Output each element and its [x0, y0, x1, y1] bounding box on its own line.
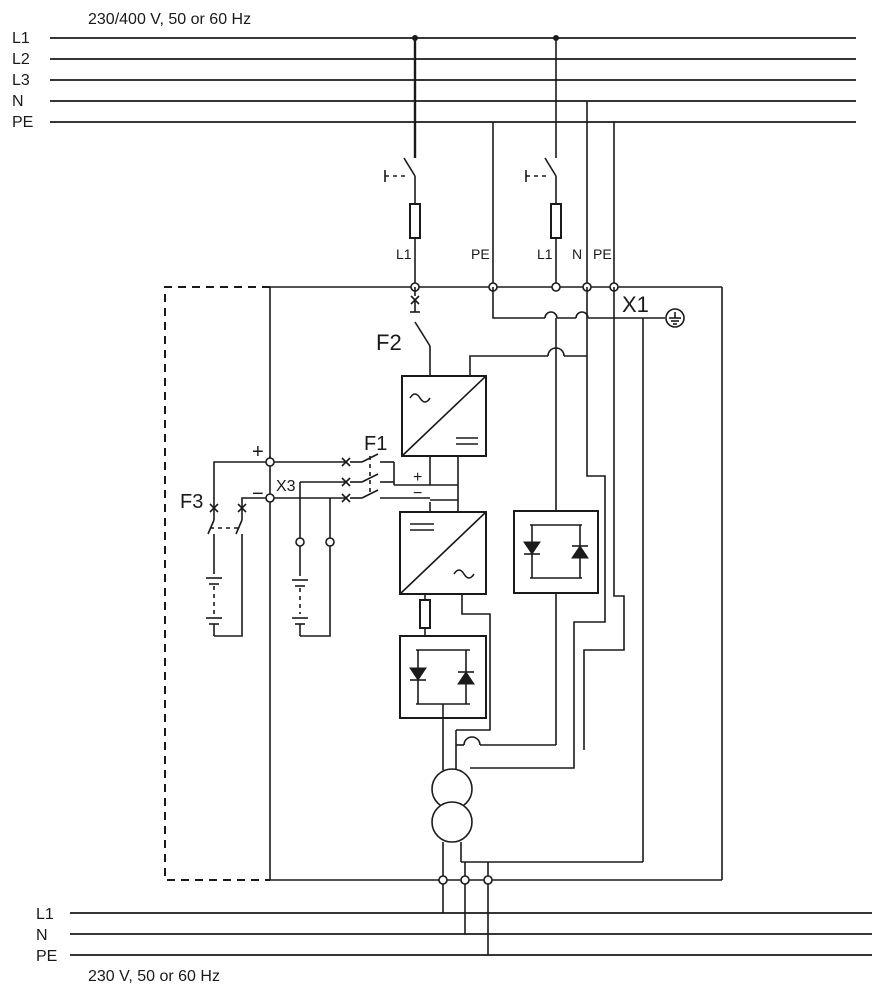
- rectifier: [401, 375, 487, 457]
- battery-string-right: [292, 482, 335, 637]
- fuse-f1: F1: [341, 433, 430, 503]
- fuse-f3-label: F3: [180, 491, 203, 513]
- terminal-x3: + − X3: [252, 441, 345, 505]
- bypass-l1-label: L1: [537, 246, 553, 262]
- bus-label-l3: L3: [12, 72, 30, 89]
- terminal-x1: X1: [410, 282, 685, 862]
- inverter-fuse: [419, 599, 431, 629]
- bus-label-l1: L1: [12, 30, 30, 47]
- terminal-x1-label: X1: [622, 292, 649, 317]
- output-transformer: [431, 718, 643, 880]
- dc-link: + −: [413, 456, 459, 512]
- pe-feeder: PE: [471, 122, 494, 287]
- terminal-x3-label: X3: [276, 478, 296, 495]
- rectifier-input-fuse: [409, 203, 421, 239]
- output-supply: L1 N PE 230 V, 50 or 60 Hz: [36, 906, 872, 985]
- pe-label: PE: [471, 246, 490, 262]
- ups-enclosure: [164, 286, 723, 881]
- fuse-f2: F2: [376, 287, 431, 376]
- out-bus-label-pe: PE: [36, 948, 57, 965]
- fuse-f2-label: F2: [376, 330, 402, 355]
- x3-plus-label: +: [252, 441, 264, 463]
- bypass-n-label: N: [572, 246, 582, 262]
- dc-minus-label: −: [413, 485, 422, 502]
- input-supply: 230/400 V, 50 or 60 Hz L1 L2 L3 N PE: [12, 11, 856, 131]
- fuse-f1-label: F1: [364, 433, 387, 455]
- bus-label-pe: PE: [12, 114, 33, 131]
- inverter-static-switch: [399, 635, 487, 719]
- bus-label-n: N: [12, 93, 24, 110]
- battery-string-left: F3: [180, 461, 266, 637]
- rectifier-feeder: L1: [384, 35, 421, 287]
- x3-minus-label: −: [252, 483, 264, 505]
- bypass-static-switch: [513, 318, 599, 745]
- bypass-input-fuse: [550, 203, 562, 239]
- inverter: [399, 511, 487, 595]
- bus-label-l2: L2: [12, 51, 30, 68]
- dc-plus-label: +: [413, 469, 422, 486]
- output-voltage-label: 230 V, 50 or 60 Hz: [88, 968, 220, 985]
- bypass-feeder: L1 N PE: [525, 35, 615, 287]
- out-bus-label-l1: L1: [36, 906, 54, 923]
- rectifier-l1-label: L1: [396, 246, 412, 262]
- out-bus-label-n: N: [36, 927, 48, 944]
- bypass-pe-label: PE: [593, 246, 612, 262]
- output-terminals: [438, 862, 493, 955]
- input-voltage-label: 230/400 V, 50 or 60 Hz: [88, 11, 251, 28]
